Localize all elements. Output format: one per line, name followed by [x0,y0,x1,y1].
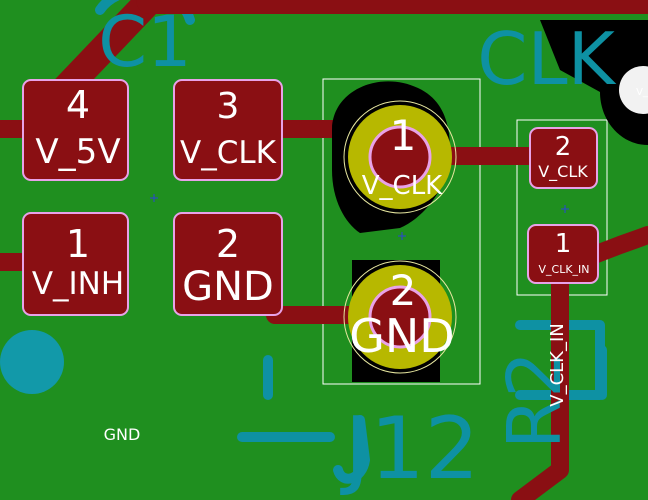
silk-j12-mark [333,415,370,484]
crosshair-left [150,194,158,202]
silk-v-clk-in-net: V_CLK_IN [547,323,568,407]
crosshair-right [561,205,569,213]
pad-number: 1 [66,222,90,266]
pad-net-label: V_CLK [180,135,277,171]
small-pad-2[interactable]: 2 V_CLK [529,127,598,189]
smd-pad-3[interactable]: 3 V_CLK [173,79,283,181]
pad-number: 1 [555,229,572,259]
top-right-hole [619,66,648,114]
smd-pad-4[interactable]: 4 V_5V [22,79,129,181]
silk-clk-label: CLK [477,17,616,101]
pad-number: 2 [216,222,240,266]
clearance-top-right [540,20,648,145]
trace-right-vertical [511,271,569,500]
pad-number: 2 [390,266,417,315]
th-pad-2[interactable]: 2 GND [343,260,457,374]
pad-net-label: V_INH [32,266,124,302]
pad-number: 2 [555,132,572,162]
smd-pad-2[interactable]: 2 GND [173,212,283,316]
crosshair-j12 [398,232,406,240]
pad-net-label: V_CLK [362,171,443,201]
silk-r2-label: R2 [492,351,578,450]
pad-number: 4 [66,83,90,127]
silk-j12-label: J12 [340,399,480,499]
pad-number: 1 [390,111,417,160]
silk-c1-label: C1 [98,1,191,83]
pad-net-label: GND [349,309,454,363]
silk-gnd-label: GND [104,425,141,444]
smd-pad-1[interactable]: 1 V_INH [22,212,129,316]
via-bottom-left [0,330,64,394]
pad-number: 3 [217,86,240,127]
th-pads-j12: 1 V_CLK 2 GND [343,100,457,374]
smd-pads: 4 V_5V 3 V_CLK 1 V_INH 2 GND [22,79,283,316]
pad-net-label: V_5V [35,132,120,172]
pad-net-label: V_CLK_IN [538,263,589,276]
pad-net-label: GND [182,264,274,310]
pad-net-label: V_CLK [538,162,588,182]
th-pad-1[interactable]: 1 V_CLK [343,100,457,214]
right-small-pads: 2 V_CLK 1 V_CLK_IN [527,127,599,284]
small-pad-1[interactable]: 1 V_CLK_IN [527,224,599,284]
silkscreen-text: C1 CLK J12 GND R2 V_CLK_IN V_ [98,1,648,499]
crosshair-markers [150,194,569,240]
courtyard-j12 [322,78,481,385]
